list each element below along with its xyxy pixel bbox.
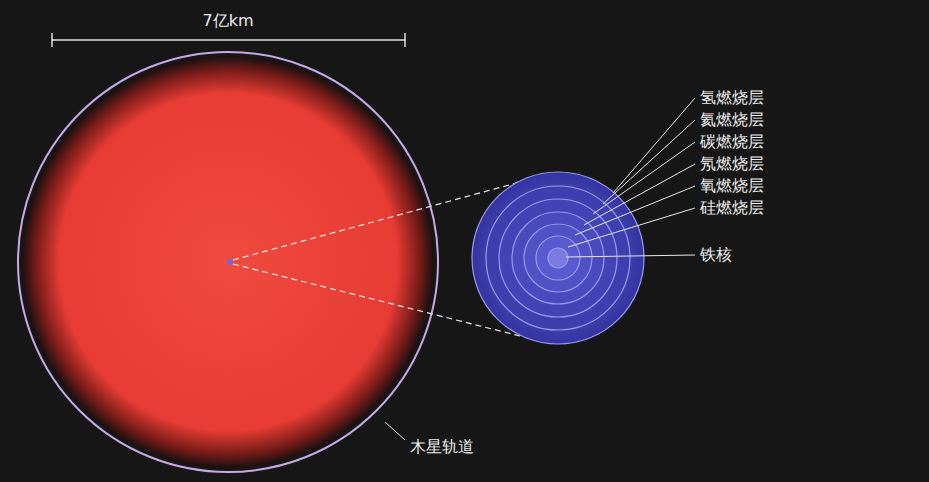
layer-label: 氧燃烧层 bbox=[700, 177, 764, 195]
layer-label: 氢燃烧层 bbox=[700, 89, 764, 107]
orbit-label: 木星轨道 bbox=[410, 438, 474, 456]
layer-label: 氦燃烧层 bbox=[700, 111, 764, 129]
core-dot bbox=[227, 259, 233, 265]
jupiter-orbit bbox=[18, 52, 438, 472]
layer-label: 氖燃烧层 bbox=[700, 155, 764, 173]
leader-lines bbox=[385, 98, 695, 440]
layer-label: 铁核 bbox=[700, 246, 732, 264]
core-layers bbox=[472, 172, 644, 344]
dimension-label: 7亿km bbox=[202, 12, 253, 30]
red-supergiant bbox=[22, 56, 434, 468]
layer-label: 硅燃烧层 bbox=[700, 199, 764, 217]
dimension-line bbox=[52, 33, 405, 47]
layer-label: 碳燃烧层 bbox=[700, 133, 764, 151]
